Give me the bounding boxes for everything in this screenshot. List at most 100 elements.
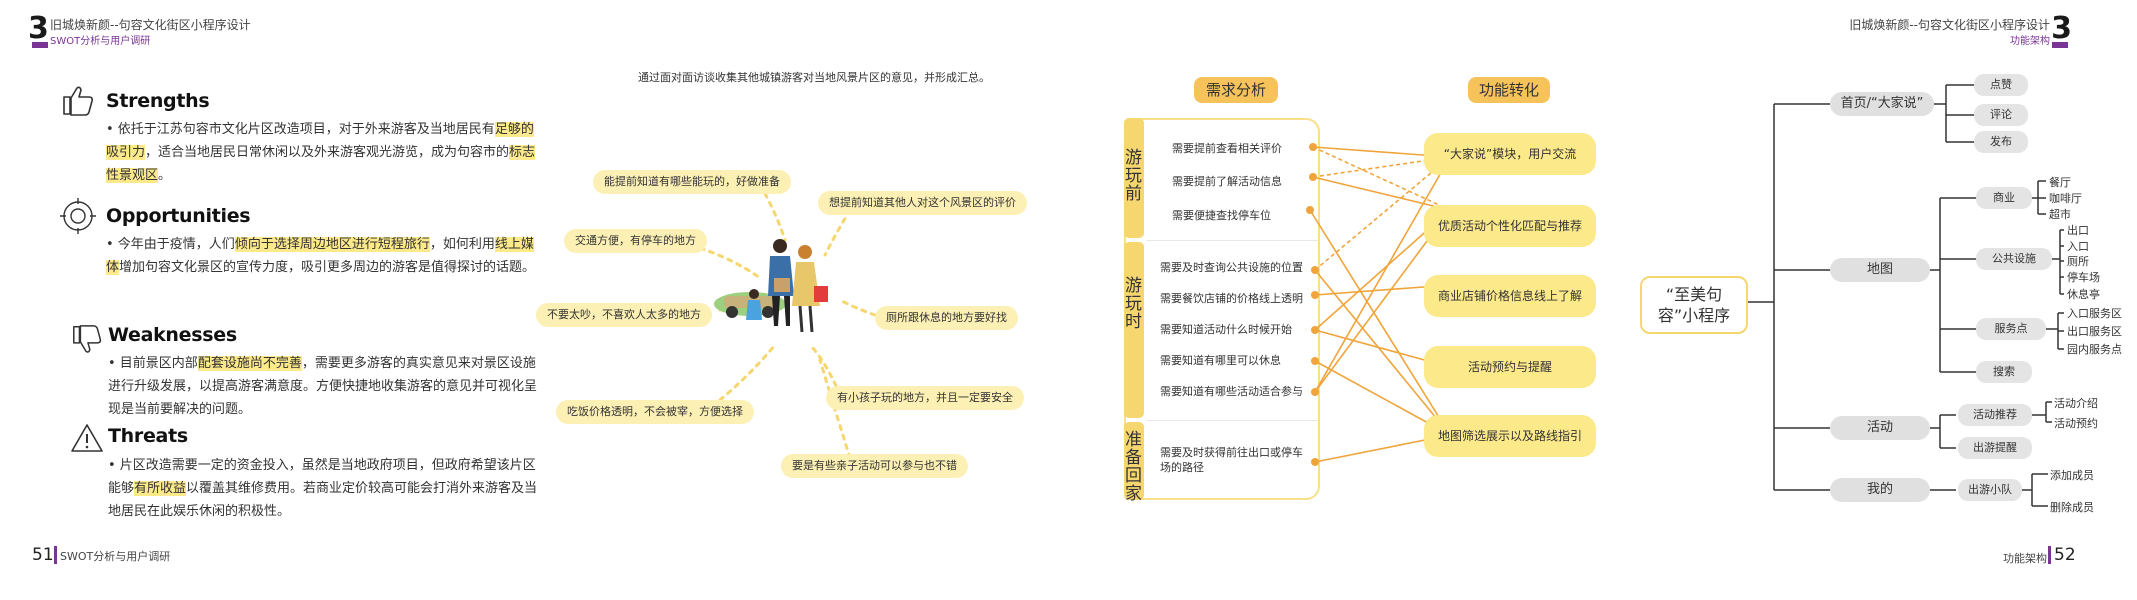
tree-leaf: 厕所 bbox=[2067, 253, 2089, 269]
tree-node-service: 服务点 bbox=[1976, 318, 2046, 340]
weaknesses-text-1: • 目前景区内部 bbox=[108, 356, 198, 371]
survey-bubble: 要是有些亲子活动可以参与也不错 bbox=[781, 454, 968, 478]
stage-label-before: 游玩前 bbox=[1124, 148, 1144, 202]
tree-node-recommend: 活动推荐 bbox=[1958, 404, 2032, 426]
tree-leaf: 活动介绍 bbox=[2054, 395, 2098, 411]
needs-heading: 需求分析 bbox=[1194, 77, 1278, 103]
tree-node-reminder: 出游提醒 bbox=[1958, 437, 2032, 459]
tree-node-like: 点赞 bbox=[1974, 74, 2028, 96]
tree-leaf: 入口服务区 bbox=[2067, 305, 2122, 321]
opportunities-title: Opportunities bbox=[106, 205, 250, 227]
warning-icon bbox=[70, 423, 104, 453]
tree-node-comment: 评论 bbox=[1974, 104, 2028, 126]
threats-text: • 片区改造需要一定的资金投入，虽然是当地政府项目，但政府希望该片区能够有所收益… bbox=[108, 454, 540, 523]
header-subtitle: 功能架构 bbox=[2010, 32, 2050, 47]
right-footer-bar bbox=[2048, 546, 2051, 564]
target-icon bbox=[60, 198, 96, 234]
survey-bubble: 想提前知道其他人对这个风景区的评价 bbox=[818, 191, 1027, 215]
tree-node-home: 首页/“大家说” bbox=[1830, 92, 1934, 116]
need-item: 需要提前了解活动信息 bbox=[1172, 173, 1282, 189]
tree-root: “至美句容”小程序 bbox=[1640, 276, 1748, 334]
opportunities-text-2: ，如何利用 bbox=[430, 237, 495, 252]
tree-leaf: 出口 bbox=[2067, 222, 2089, 238]
survey-bubble: 厕所跟休息的地方要好找 bbox=[875, 306, 1018, 330]
tree-node-map: 地图 bbox=[1830, 258, 1930, 282]
strengths-title: Strengths bbox=[106, 90, 209, 112]
strengths-text-1: • 依托于江苏句容市文化片区改造项目，对于外来游客及当地居民有 bbox=[106, 122, 495, 137]
chapter-bar bbox=[2052, 42, 2068, 48]
function-box: 活动预约与提醒 bbox=[1424, 346, 1596, 388]
tree-leaf: 删除成员 bbox=[2050, 499, 2094, 515]
survey-bubble: 能提前知道有哪些能玩的，好做准备 bbox=[593, 170, 791, 194]
chapter-bar bbox=[32, 42, 48, 48]
right-footer-text: 功能架构 bbox=[2003, 550, 2047, 566]
needs-divider-2 bbox=[1146, 420, 1318, 421]
tree-leaf: 出口服务区 bbox=[2067, 323, 2122, 339]
tree-leaf: 咖啡厅 bbox=[2049, 190, 2082, 206]
tree-node-publish: 发布 bbox=[1974, 131, 2028, 153]
need-item: 需要便捷查找停车位 bbox=[1172, 207, 1271, 223]
tree-leaf: 超市 bbox=[2049, 206, 2071, 222]
need-item: 需要餐饮店铺的价格线上透明 bbox=[1160, 290, 1303, 306]
opportunities-text-1: • 今年由于疫情，人们 bbox=[106, 237, 235, 252]
left-footer-text: SWOT分析与用户调研 bbox=[60, 548, 170, 564]
tree-node-mine: 我的 bbox=[1830, 478, 1930, 502]
stage-bar-during bbox=[1124, 242, 1144, 418]
survey-bubble: 有小孩子玩的地方，并且一定要安全 bbox=[826, 386, 1024, 410]
tree-leaf: 入口 bbox=[2067, 238, 2089, 254]
opportunities-text: • 今年由于疫情，人们倾向于选择周边地区进行短程旅行，如何利用线上媒体增加句容文… bbox=[106, 233, 538, 279]
chapter-number: 3 bbox=[28, 14, 49, 44]
need-item: 需要知道活动什么时候开始 bbox=[1160, 321, 1292, 337]
tree-leaf: 添加成员 bbox=[2050, 467, 2094, 483]
tree-node-team: 出游小队 bbox=[1958, 479, 2022, 501]
function-box: 地图筛选展示以及路线指引 bbox=[1424, 415, 1596, 457]
needs-divider-1 bbox=[1146, 240, 1318, 241]
strengths-text-2: ，适合当地居民日常休闲以及外来游客观光游览，成为句容市的 bbox=[145, 145, 509, 160]
thumbs-up-icon bbox=[60, 82, 96, 118]
function-box: “大家说”模块，用户交流 bbox=[1424, 133, 1596, 175]
need-item: 需要及时查询公共设施的位置 bbox=[1160, 259, 1303, 275]
threats-title: Threats bbox=[108, 425, 188, 447]
survey-intro: 通过面对面访谈收集其他城镇游客对当地风景片区的意见，并形成汇总。 bbox=[638, 69, 990, 85]
function-box: 商业店铺价格信息线上了解 bbox=[1424, 275, 1596, 317]
left-page-number: 51 bbox=[32, 545, 54, 565]
header-title: 旧城焕新颜--句容文化街区小程序设计 bbox=[50, 16, 251, 33]
need-item: 需要知道有哪些活动适合参与 bbox=[1160, 383, 1303, 399]
people-illustration bbox=[710, 236, 832, 340]
tree-root-label: “至美句容”小程序 bbox=[1642, 284, 1746, 326]
right-header: 旧城焕新颜--句容文化街区小程序设计 功能架构 3 bbox=[1820, 14, 2072, 48]
tree-node-facilities: 公共设施 bbox=[1976, 248, 2052, 270]
survey-bubble: 不要太吵，不喜欢人太多的地方 bbox=[536, 303, 712, 327]
weaknesses-text: • 目前景区内部配套设施尚不完善，需要更多游客的真实意见来对景区设施进行升级发展… bbox=[108, 352, 540, 421]
tree-leaf: 餐厅 bbox=[2049, 174, 2071, 190]
functions-heading: 功能转化 bbox=[1468, 77, 1550, 103]
threats-highlight-1: 有所收益 bbox=[134, 481, 186, 496]
survey-bubble: 交通方便，有停车的地方 bbox=[564, 229, 707, 253]
need-item: 需要知道有哪里可以休息 bbox=[1160, 352, 1281, 368]
weaknesses-highlight-1: 配套设施尚不完善 bbox=[198, 356, 302, 371]
tree-node-business: 商业 bbox=[1976, 187, 2032, 209]
strengths-text-3: 。 bbox=[158, 168, 171, 183]
need-item: 需要提前查看相关评价 bbox=[1172, 140, 1282, 156]
weaknesses-title: Weaknesses bbox=[108, 324, 237, 346]
tree-leaf: 停车场 bbox=[2067, 269, 2100, 285]
tree-node-search: 搜索 bbox=[1976, 361, 2032, 383]
strengths-text: • 依托于江苏句容市文化片区改造项目，对于外来游客及当地居民有足够的吸引力，适合… bbox=[106, 118, 538, 187]
chapter-number: 3 bbox=[2051, 14, 2072, 44]
need-item: 需要及时获得前往出口或停车场的路径 bbox=[1160, 445, 1310, 475]
right-page-number: 52 bbox=[2054, 545, 2076, 565]
tree-node-activity: 活动 bbox=[1830, 416, 1930, 440]
stage-label-return: 准备回家 bbox=[1124, 430, 1144, 502]
header-subtitle: SWOT分析与用户调研 bbox=[50, 32, 150, 47]
thumbs-down-icon bbox=[70, 323, 104, 357]
function-box: 优质活动个性化匹配与推荐 bbox=[1424, 205, 1596, 247]
tree-leaf: 休息亭 bbox=[2067, 286, 2100, 302]
survey-bubble: 吃饭价格透明，不会被宰，方便选择 bbox=[556, 400, 754, 424]
header-title: 旧城焕新颜--句容文化街区小程序设计 bbox=[1849, 16, 2050, 33]
opportunities-text-3: 增加句容文化景区的宣传力度，吸引更多周边的游客是值得探讨的话题。 bbox=[119, 260, 535, 275]
tree-leaf: 园内服务点 bbox=[2067, 341, 2122, 357]
left-footer-bar bbox=[54, 546, 57, 564]
opportunities-highlight-1: 倾向于选择周边地区进行短程旅行 bbox=[235, 237, 430, 252]
stage-label-during: 游玩时 bbox=[1124, 276, 1144, 330]
tree-leaf: 活动预约 bbox=[2054, 415, 2098, 431]
